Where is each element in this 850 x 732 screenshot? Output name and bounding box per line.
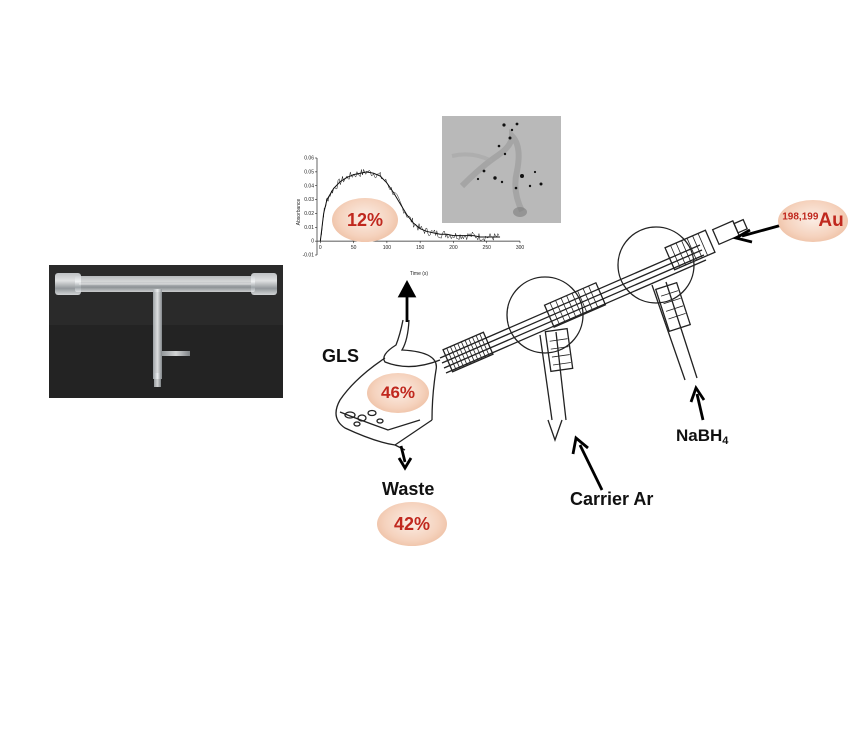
y-tick-label: 0 <box>311 239 314 245</box>
x-axis-label: Time (s) <box>410 271 428 277</box>
gls-vessel <box>335 319 441 451</box>
fitting-3 <box>664 229 716 271</box>
chart-percent-value: 12% <box>346 209 384 230</box>
fitting-1 <box>442 331 494 373</box>
x-tick-label: 100 <box>383 245 392 251</box>
arrow-waste <box>397 445 413 471</box>
waste-label: Waste <box>382 479 435 499</box>
nabh4-label: NaBH4 <box>676 426 728 447</box>
arrow-out-gls <box>397 280 417 322</box>
waste-percent-value: 42% <box>393 513 431 534</box>
absorbance-chart: Absorbance Time (s) -0.01 0 0.01 0.02 0.03 0.… <box>296 156 525 277</box>
nabh4-subscript: 4 <box>722 435 729 447</box>
au-label: 198,199Au <box>782 210 843 232</box>
y-tick-label: 0.05 <box>304 169 314 175</box>
y-tick-label: 0.01 <box>304 225 314 231</box>
gls-percent-badge: 46% <box>367 373 429 413</box>
au-badge: 198,199Au <box>778 200 848 242</box>
x-tick-label: 150 <box>416 245 425 251</box>
gls-label: GLS <box>322 346 360 366</box>
y-axis-label: Absorbance <box>296 198 302 225</box>
waste-percent-badge: 42% <box>377 502 447 546</box>
arrow-carrier <box>571 435 604 491</box>
x-tick-label: 0 <box>319 245 322 251</box>
x-tick-label: 250 <box>483 245 492 251</box>
branch-nabh4 <box>651 281 698 381</box>
fitting-2 <box>543 281 607 329</box>
arrow-nabh4 <box>689 384 706 421</box>
y-tick-label: 0.06 <box>304 156 314 162</box>
y-tick-label: 0.02 <box>304 211 314 217</box>
gls-percent-value: 46% <box>380 383 416 402</box>
end-connector <box>711 218 749 246</box>
tem-micrograph <box>442 116 561 223</box>
glass-tpiece-photo <box>49 265 283 398</box>
x-tick-label: 50 <box>351 245 357 251</box>
au-symbol: Au <box>818 210 844 231</box>
y-tick-label: 0.04 <box>304 183 314 189</box>
x-tick-label: 200 <box>449 245 458 251</box>
carrier-ar-label: Carrier Ar <box>570 489 654 509</box>
au-mass-numbers: 198,199 <box>782 211 819 223</box>
nabh4-main: NaBH <box>676 426 723 445</box>
absorbance-noise-trace <box>320 168 500 242</box>
branch-carrier <box>539 327 574 442</box>
y-tick-label: -0.01 <box>303 253 315 259</box>
arrow-au <box>732 223 783 244</box>
y-tick-label: 0.03 <box>304 197 314 203</box>
x-tick-label: 300 <box>516 245 525 251</box>
chart-percent-badge: 12% <box>332 198 398 242</box>
